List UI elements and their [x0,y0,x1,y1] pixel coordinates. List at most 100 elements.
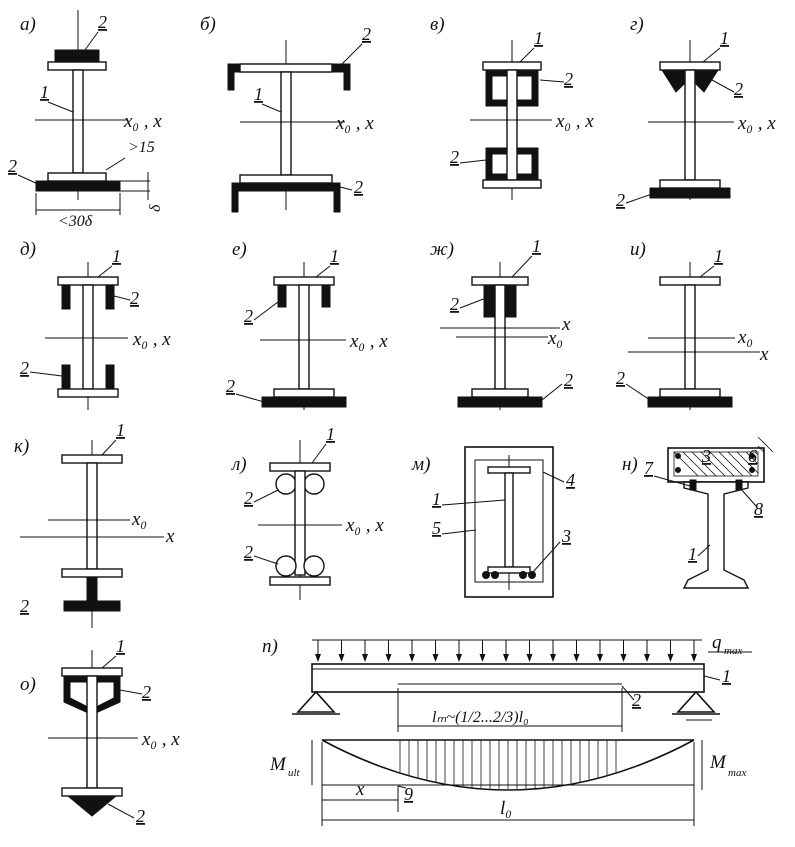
panel-l-letter: л) [231,454,247,475]
panel-d-label-1: 1 [112,246,121,266]
panel-n-label-1: 1 [688,544,697,564]
panel-o-axis: x₀ , x [141,729,180,750]
panel-k: к) 1 x₀ x 2 [14,420,175,628]
panel-zh: ж) 1 2 x x₀ 2 [430,236,573,410]
panel-b-letter: б) [200,14,216,35]
panel-l-label-2-bottom: 2 [244,542,253,562]
panel-i-letter: и) [630,239,646,260]
panel-b-label-2-bottom: 2 [354,177,363,197]
load-arrow [644,640,650,662]
panel-a-axis: x₀ , x [123,111,162,132]
panel-o-label-2-bottom: 2 [136,806,145,826]
panel-g-letter: г) [630,14,644,35]
panel-k-axis-x: x [165,526,175,547]
panel-i-axis-x0: x₀ [737,327,753,348]
panel-g: г) 1 2 x₀ , x 2 [616,14,776,210]
moment-label-9: 9 [404,784,413,804]
beam-label-2: 2 [632,690,641,710]
panel-g-label-2-top: 2 [734,79,743,99]
load-arrow [315,640,321,662]
panel-g-label-2-bottom: 2 [616,190,625,210]
panel-n-label-3: 3 [701,446,711,466]
panel-v-label-1: 1 [534,28,543,48]
panel-p-letter: п) [262,636,278,657]
panel-n-label-7: 7 [644,458,654,478]
panel-e-axis: x₀ , x [349,331,388,352]
panel-a-label-1: 1 [40,82,49,102]
load-q-sub: max [724,645,742,657]
panel-v-axis: x₀ , x [555,111,594,132]
panel-k-label-1: 1 [116,420,125,440]
panel-k-letter: к) [14,436,29,457]
panel-b: б) 2 1 x₀ , x 2 [200,14,374,213]
panel-i-axis-x: x [759,344,769,365]
panel-o-label-2-top: 2 [142,682,151,702]
panel-l-label-2-top: 2 [244,488,253,508]
panel-m-label-3: 3 [561,526,571,546]
panel-d: д) 1 2 x₀ , x 2 [20,239,171,410]
panel-e-label-2-top: 2 [244,306,253,326]
load-arrow [550,640,556,662]
panel-zh-axis-x0: x₀ [547,328,563,349]
panel-d-letter: д) [20,239,36,260]
x-dimension: x [355,779,365,800]
m-ult-sub: ult [288,767,301,779]
panel-a-letter: а) [20,14,36,35]
panel-m-label-1: 1 [432,489,441,509]
panel-l-axis: x₀ , x [345,515,384,536]
panel-d-label-2-top: 2 [130,288,139,308]
load-arrow [432,640,439,662]
panel-l: л) 1 2 x₀ , x 2 [231,424,384,600]
load-arrow [691,640,697,662]
panel-zh-label-1: 1 [532,236,541,256]
load-arrow [620,640,627,662]
panel-m-letter: м) [411,454,430,475]
panel-a-gt15: >15 [128,139,155,156]
panel-o-letter: о) [20,674,36,695]
load-arrow [479,640,486,662]
panel-g-axis: x₀ , x [737,113,776,134]
panel-e: е) 1 2 x₀ , x 2 [226,239,388,410]
moment-diagram-hatch [399,740,617,789]
load-arrow [667,640,674,662]
panel-v-letter: в) [430,14,445,35]
m-max-sub: max [728,767,746,779]
lo-dimension: l₀ [500,798,512,819]
distributed-load-arrows [315,640,697,662]
panel-n: н) 3 6 7 8 1 [622,436,774,589]
panel-b-label-1: 1 [254,84,263,104]
m-max-label: M [709,752,727,773]
lm-dimension: lₘ~(1/2...2/3)l₀ [432,709,529,726]
panel-b-label-2-top: 2 [362,24,371,44]
panel-i: и) 1 x₀ x 2 [616,239,769,410]
load-arrow [385,640,392,662]
panel-k-axis-x0: x₀ [131,509,147,530]
panel-d-label-2-bottom: 2 [20,358,29,378]
panel-d-axis: x₀ , x [132,329,171,350]
load-arrow [597,640,603,662]
panel-a-label-2-bottom: 2 [8,156,17,176]
panel-k-label-2: 2 [20,596,29,616]
panel-e-label-1: 1 [330,246,339,266]
panel-n-letter: н) [622,454,638,475]
panel-zh-letter: ж) [430,239,454,260]
panel-g-label-1: 1 [720,28,729,48]
panel-n-label-8: 8 [754,499,763,519]
load-arrow [503,640,509,662]
panel-v-label-2-bottom: 2 [450,147,459,167]
load-arrow [573,640,580,662]
panel-a: а) 2 1 x₀ , x 2 >15 δ <30δ [8,10,164,230]
panel-i-label-2: 2 [616,368,625,388]
panel-zh-label-2-top: 2 [450,294,459,314]
panel-a-label-2-top: 2 [98,12,107,32]
panel-b-axis: x₀ , x [335,113,374,134]
load-arrow [409,640,415,662]
panel-v-label-2-top: 2 [564,69,573,89]
panel-m: м) 4 1 5 3 [411,446,575,598]
load-q-label: q [712,632,722,653]
panel-p: п) q max 1 2 lₘ~(1/2...2/3)l₀ M ult M m [262,632,752,826]
panel-m-label-5: 5 [432,518,441,538]
panel-i-label-1: 1 [714,246,723,266]
